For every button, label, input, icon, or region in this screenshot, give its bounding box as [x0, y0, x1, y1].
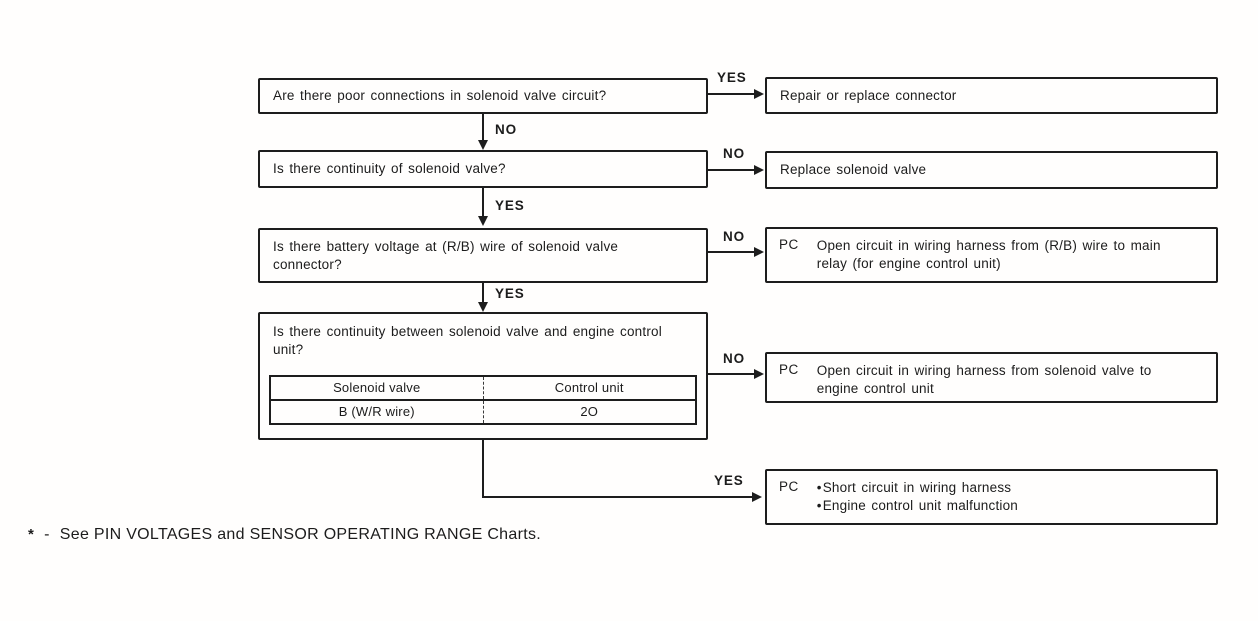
question-box-1: Are there poor connections in solenoid v… — [258, 78, 708, 114]
edge-label-q1-no: NO — [495, 122, 518, 137]
action-text: Engine control unit malfunction — [822, 497, 1019, 513]
arrowhead-down-icon — [478, 216, 488, 226]
question-box-4: Is there continuity between solenoid val… — [258, 312, 708, 440]
pin-table-header-cell: Control unit — [482, 377, 696, 399]
bullet-icon: • — [816, 497, 822, 513]
edge-label-q2-yes: YES — [495, 198, 525, 213]
pin-table-data-cell: 2O — [482, 401, 696, 423]
edge-label-q1-yes: YES — [717, 70, 747, 85]
question-text: Are there poor connections in solenoid v… — [273, 88, 607, 104]
action-box-4: PC Open circuit in wiring harness from s… — [765, 352, 1218, 403]
code-label: PC — [779, 479, 799, 494]
question-text: Is there continuity of solenoid valve? — [273, 161, 506, 177]
action-box-5: PC • Short circuit in wiring harness • E… — [765, 469, 1218, 525]
bullet-icon: • — [816, 480, 822, 495]
footnote-separator: - — [44, 526, 50, 543]
action-box-1: Repair or replace connector — [765, 77, 1218, 114]
action-box-3: PC Open circuit in wiring harness from (… — [765, 227, 1218, 283]
action-text: Open circuit in wiring harness from (R/B… — [816, 238, 1161, 271]
arrowhead-right-icon — [754, 165, 764, 175]
action-text: Short circuit in wiring harness — [822, 480, 1012, 495]
pin-table-data-row: B (W/R wire) 2O — [271, 399, 695, 423]
action-text: Open circuit in wiring harness from sole… — [816, 363, 1152, 396]
arrowhead-right-icon — [752, 492, 762, 502]
connector-q4-yes-horizontal-line — [482, 496, 754, 498]
footnote-text: See PIN VOLTAGES and SENSOR OPERATING RA… — [59, 526, 541, 543]
arrowhead-down-icon — [478, 302, 488, 312]
edge-label-q3-no: NO — [723, 229, 746, 244]
action-text: Replace solenoid valve — [780, 162, 927, 178]
arrowhead-right-icon — [754, 247, 764, 257]
action-bullet-item: • Short circuit in wiring harness — [817, 479, 1018, 497]
arrowhead-right-icon — [754, 369, 764, 379]
arrowhead-down-icon — [478, 140, 488, 150]
connector-q2-yes-line — [482, 188, 484, 218]
connector-q1-yes-line — [706, 93, 756, 95]
connector-q4-no-line — [706, 373, 756, 375]
edge-label-q3-yes: YES — [495, 286, 525, 301]
connector-q4-yes-vertical-line — [482, 440, 484, 498]
code-label: PC — [779, 362, 799, 377]
pin-table-data-cell: B (W/R wire) — [338, 404, 415, 419]
connector-q3-yes-line — [482, 283, 484, 304]
question-text: Is there battery voltage at (R/B) wire o… — [273, 238, 619, 272]
arrowhead-right-icon — [754, 89, 764, 99]
footnote: * - See PIN VOLTAGES and SENSOR OPERATIN… — [28, 526, 541, 544]
edge-label-q4-no: NO — [723, 351, 746, 366]
pin-table-header-row: Solenoid valve Control unit — [271, 377, 695, 399]
pin-table: Solenoid valve Control unit B (W/R wire)… — [269, 375, 697, 425]
edge-label-q4-yes: YES — [714, 473, 744, 488]
action-box-2: Replace solenoid valve — [765, 151, 1218, 189]
connector-q3-no-line — [706, 251, 756, 253]
pin-table-header-cell: Solenoid valve — [333, 380, 421, 395]
connector-q1-no-line — [482, 114, 484, 142]
code-label: PC — [779, 237, 799, 252]
action-bullet-item: • Engine control unit malfunction — [817, 497, 1018, 515]
question-box-3: Is there battery voltage at (R/B) wire o… — [258, 228, 708, 283]
question-text: Is there continuity between solenoid val… — [273, 324, 662, 357]
action-text: Repair or replace connector — [780, 87, 957, 103]
asterisk-icon: * — [28, 526, 35, 543]
edge-label-q2-no: NO — [723, 146, 746, 161]
question-box-2: Is there continuity of solenoid valve? — [258, 150, 708, 188]
connector-q2-no-line — [706, 169, 756, 171]
